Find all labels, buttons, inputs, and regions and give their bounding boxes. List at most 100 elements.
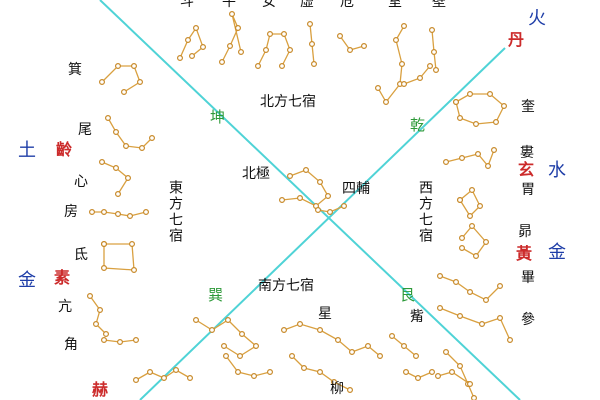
star-dot — [473, 120, 480, 127]
star-dot — [467, 90, 474, 97]
star-dot — [139, 145, 146, 152]
star-dot — [325, 193, 332, 200]
star-dot — [471, 395, 477, 400]
star-dot — [263, 46, 270, 53]
element-fire-label: 火 — [528, 8, 546, 29]
star-dot — [317, 327, 324, 334]
mansion-label-fang: 房 — [64, 204, 78, 220]
star-dot — [413, 353, 420, 360]
mansion-label-jiao: 角 — [64, 337, 78, 353]
star-dot — [317, 369, 324, 376]
star-dot — [147, 369, 154, 376]
gua-qian-label: 乾 — [410, 116, 426, 134]
star-dot — [227, 42, 234, 49]
star-dot — [126, 213, 133, 220]
element-earth-label: 土 — [18, 140, 36, 161]
star-dot — [389, 333, 396, 340]
star-dot — [187, 375, 194, 382]
star-dot — [251, 373, 258, 380]
star-dot — [415, 375, 422, 382]
star-dot — [297, 195, 304, 202]
star-dot — [287, 46, 294, 53]
element-metal-right-label: 金 — [548, 242, 566, 263]
star-dot — [193, 25, 200, 32]
star-dot — [114, 62, 121, 69]
star-dot — [131, 62, 138, 69]
star-dot — [100, 265, 107, 272]
star-dot — [457, 114, 464, 121]
mansion-label-di: 氐 — [74, 247, 88, 263]
mansion-label-xing: 星 — [318, 306, 332, 322]
star-dot — [229, 11, 236, 18]
mansion-label-shen: 參 — [521, 312, 535, 328]
constellation-line — [439, 307, 511, 341]
mansion-label-dou: 斗 — [180, 0, 194, 10]
mansion-label-wei-stomach: 胃 — [521, 182, 535, 198]
star-dot — [255, 62, 262, 69]
star-dot — [383, 98, 390, 105]
mansion-label-wei: 危 — [340, 0, 354, 10]
star-dot — [401, 80, 408, 87]
star-dot — [149, 135, 156, 142]
star-dot — [281, 327, 288, 334]
star-dot — [361, 42, 368, 49]
star-dot — [237, 353, 244, 360]
star-dot — [279, 62, 286, 69]
star-dot — [467, 213, 474, 220]
mansion-label-bi-net: 畢 — [521, 270, 535, 286]
star-dot — [507, 337, 514, 344]
star-dot — [497, 315, 504, 322]
star-dot — [279, 197, 286, 204]
mansion-label-shi: 室 — [388, 0, 402, 10]
star-dot — [377, 353, 384, 360]
constellation-line — [445, 351, 475, 399]
star-dot — [133, 377, 140, 384]
star-dot — [100, 241, 107, 248]
star-dot — [375, 84, 382, 91]
element-metal-left-label: 金 — [18, 270, 36, 291]
star-dot — [469, 187, 476, 194]
star-dot — [114, 191, 121, 198]
gua-xun-label: 巽 — [208, 286, 224, 304]
star-dot — [399, 60, 406, 67]
star-dot — [193, 317, 200, 324]
star-dot — [347, 387, 354, 394]
star-dot — [116, 339, 123, 346]
region-north-label: 北方七宿 — [260, 94, 316, 110]
star-dot — [209, 327, 216, 334]
star-dot — [483, 297, 490, 304]
star-dot — [491, 147, 498, 154]
region-west-label: 西方七宿 — [417, 180, 433, 244]
star-dot — [467, 289, 474, 296]
star-dot — [473, 253, 480, 260]
star-dot — [487, 90, 494, 97]
star-dot — [479, 321, 486, 328]
star-dot — [307, 21, 314, 28]
constellation-line — [283, 323, 381, 357]
star-dot — [297, 321, 304, 328]
star-dot — [185, 36, 192, 43]
star-dot — [341, 203, 348, 210]
star-dot — [122, 143, 129, 150]
star-dot — [433, 66, 440, 73]
star-dot — [104, 114, 111, 121]
star-dot — [443, 349, 450, 356]
mansion-label-kang: 亢 — [58, 299, 72, 315]
constellation-line — [101, 161, 129, 195]
star-dot — [501, 102, 508, 109]
star-dot — [112, 165, 119, 172]
star-dot — [475, 151, 482, 158]
star-dot — [92, 321, 99, 328]
star-dot — [102, 331, 109, 338]
star-dot — [493, 118, 500, 125]
region-east-label: 東方七宿 — [167, 180, 183, 244]
north-pole-label: 北極 — [242, 166, 270, 182]
star-dot — [100, 337, 107, 344]
constellation-line — [225, 355, 271, 377]
mansion-label-wei-tail: 尾 — [78, 122, 92, 138]
star-dot — [100, 209, 107, 216]
star-dot — [485, 163, 492, 170]
diagonal-ne-sw — [139, 47, 506, 400]
star-dot — [483, 239, 490, 246]
